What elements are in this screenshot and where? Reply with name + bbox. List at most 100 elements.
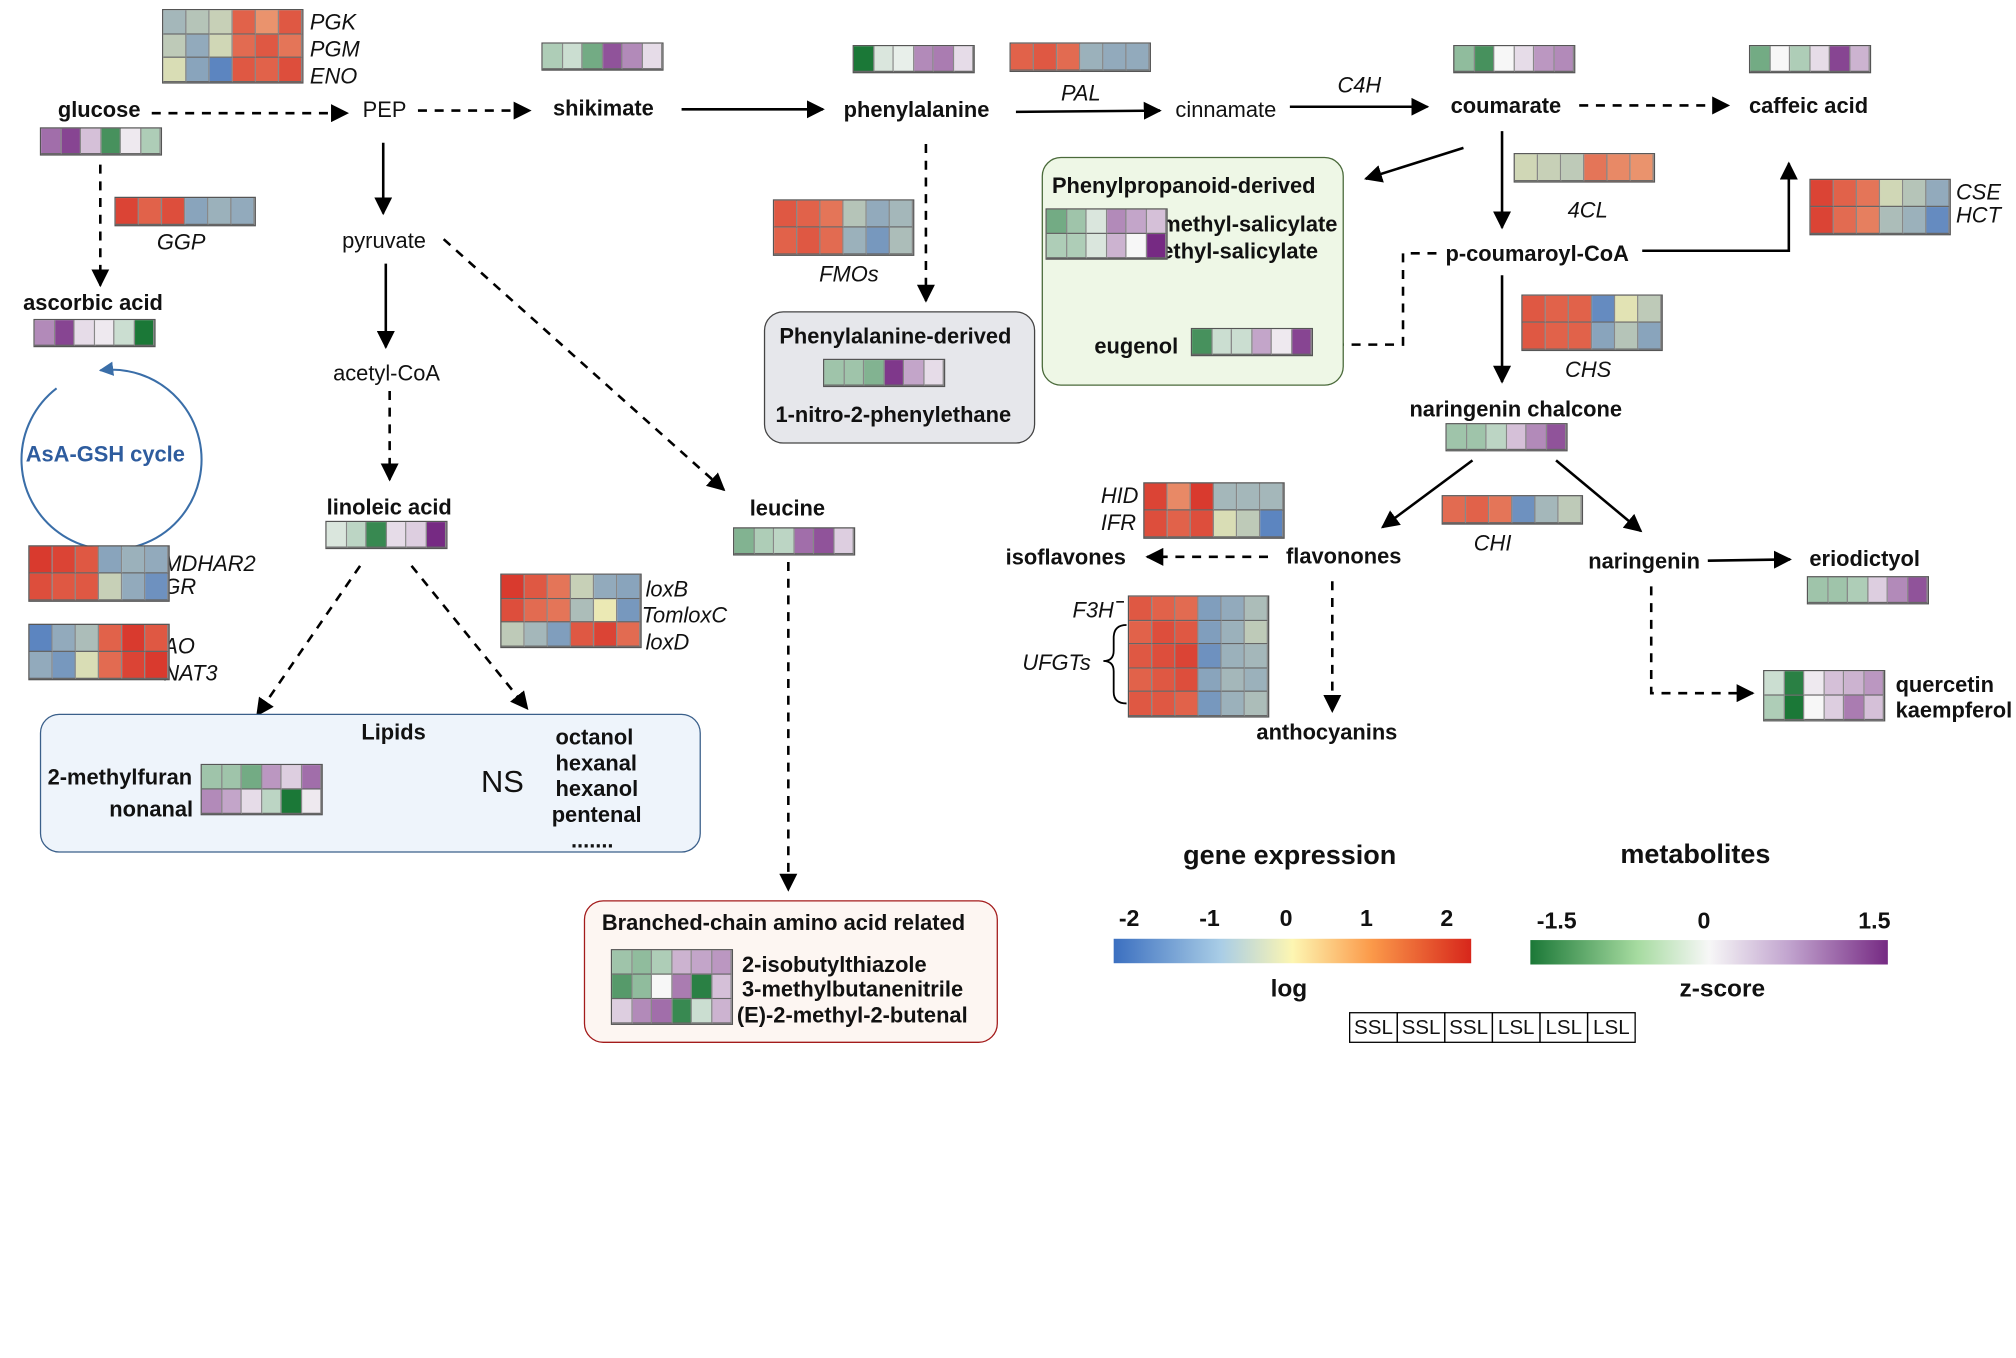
heatmap-cell xyxy=(1887,577,1908,604)
heatmap-cell xyxy=(209,57,233,82)
heatmap-cell xyxy=(75,624,100,653)
heatmap-cell xyxy=(524,622,548,647)
heatmap-cell xyxy=(186,57,210,82)
heatmap-cell xyxy=(201,789,222,815)
heatmap-cell xyxy=(711,974,732,1000)
heatmap-cell xyxy=(774,200,798,228)
methylbutanenitrile-label: 3-methylbutanenitrile xyxy=(742,977,964,1002)
heatmap-cell xyxy=(29,546,53,574)
heatmap-cell xyxy=(1010,43,1034,71)
heatmap-cell xyxy=(1474,46,1495,73)
heatmap-cell xyxy=(1535,496,1559,524)
heatmap-cell xyxy=(1847,577,1868,604)
heatmap-cell xyxy=(570,622,595,647)
heatmap-linoleic-acid xyxy=(325,520,448,550)
heatmap-lox-genes xyxy=(500,573,642,648)
heatmap-cell xyxy=(797,227,821,255)
heatmap-cell xyxy=(61,128,82,155)
heatmap-cell xyxy=(1844,695,1865,721)
octanol-label: octanol xyxy=(555,725,634,750)
heatmap-cell xyxy=(570,574,595,599)
heatmap-cell xyxy=(1903,207,1927,235)
heatmap-cell xyxy=(1144,510,1168,538)
heatmap-cell xyxy=(1538,154,1562,182)
heatmap-ggp xyxy=(114,196,256,227)
heatmap-cell xyxy=(632,950,653,975)
legend-tick: 1.5 xyxy=(1858,907,1891,934)
heatmap-4cl xyxy=(1513,153,1656,183)
heatmap-cell xyxy=(1152,668,1176,692)
arrow-linoleic-lipids-right xyxy=(410,565,529,710)
heatmap-cell xyxy=(1129,596,1153,621)
heatmap-cell xyxy=(594,574,618,599)
heatmap-cell xyxy=(1244,691,1268,716)
heatmap-cell xyxy=(145,546,169,574)
heatmap-cell xyxy=(953,46,974,73)
metabolite-colorbar xyxy=(1530,940,1888,965)
heatmap-cell xyxy=(754,528,775,555)
heatmap-cell xyxy=(29,652,53,680)
heatmap-cell xyxy=(1126,43,1150,71)
legend-gene-scale: log xyxy=(1270,976,1308,1004)
gene-tomloxc-label: TomloxC xyxy=(641,603,728,628)
condition-6: LSL xyxy=(1586,1012,1636,1043)
heatmap-cell xyxy=(1607,154,1631,182)
heatmap-cell xyxy=(75,652,100,680)
heatmap-cell xyxy=(524,598,548,623)
heatmap-cell xyxy=(1175,668,1199,692)
heatmap-cell xyxy=(1221,691,1245,716)
heatmap-cell xyxy=(612,974,633,1000)
heatmap-cell xyxy=(386,522,407,548)
heatmap-cell xyxy=(923,360,944,386)
heatmap-cell xyxy=(1864,695,1884,721)
heatmap-cell xyxy=(145,573,169,601)
gene-ifr-label: IFR xyxy=(1100,510,1137,535)
heatmap-cell xyxy=(122,573,146,601)
heatmap-cell xyxy=(1244,620,1268,645)
heatmap-cell xyxy=(75,573,100,601)
heatmap-cell xyxy=(889,200,914,228)
eriodictyol-label: eriodictyol xyxy=(1809,546,1920,571)
heatmap-cell xyxy=(281,789,302,815)
hexanal-label: hexanal xyxy=(555,751,637,776)
heatmap-shikimate xyxy=(541,42,664,71)
heatmap-cell xyxy=(774,528,795,555)
hexanol-label: hexanol xyxy=(555,776,639,802)
heatmap-hid-ifr xyxy=(1143,482,1285,539)
heatmap-cell xyxy=(612,999,633,1024)
heatmap-cell xyxy=(1212,329,1232,355)
heatmap-cell xyxy=(115,198,139,226)
heatmap-cell xyxy=(163,57,187,82)
phenylalanine-label: phenylalanine xyxy=(843,97,990,123)
heatmap-cell xyxy=(255,57,280,82)
heatmap-cell xyxy=(602,43,623,70)
heatmap-cell xyxy=(99,624,123,653)
heatmap-cell xyxy=(1568,295,1593,323)
heatmap-cell xyxy=(1086,234,1107,259)
heatmap-cell xyxy=(1152,644,1176,669)
heatmap-cell xyxy=(279,34,303,58)
heatmap-cell xyxy=(1512,496,1536,524)
heatmap-cell xyxy=(122,624,146,653)
gene-eno-label: ENO xyxy=(309,64,358,89)
heatmap-cell xyxy=(186,34,210,58)
heatmap-cell xyxy=(1126,209,1147,235)
heatmap-cell xyxy=(866,227,890,255)
heatmap-cell xyxy=(1558,496,1582,524)
heatmap-cell xyxy=(52,546,76,574)
heatmap-phenylalanine xyxy=(852,45,975,74)
heatmap-cell xyxy=(145,652,169,680)
nonanal-label: nonanal xyxy=(109,797,194,822)
heatmap-cell xyxy=(1804,671,1825,696)
heatmap-cell xyxy=(1615,295,1639,323)
heatmap-cell xyxy=(1221,620,1245,645)
heatmap-cell xyxy=(1244,644,1268,669)
heatmap-cell xyxy=(594,622,618,647)
heatmap-cell xyxy=(1244,668,1268,692)
heatmap-cell xyxy=(1630,154,1654,182)
heatmap-cell xyxy=(1175,596,1199,621)
heatmap-cell xyxy=(52,652,76,680)
heatmap-cell xyxy=(1903,180,1927,208)
heatmap-cell xyxy=(1466,496,1490,524)
heatmap-cell xyxy=(1926,207,1950,235)
